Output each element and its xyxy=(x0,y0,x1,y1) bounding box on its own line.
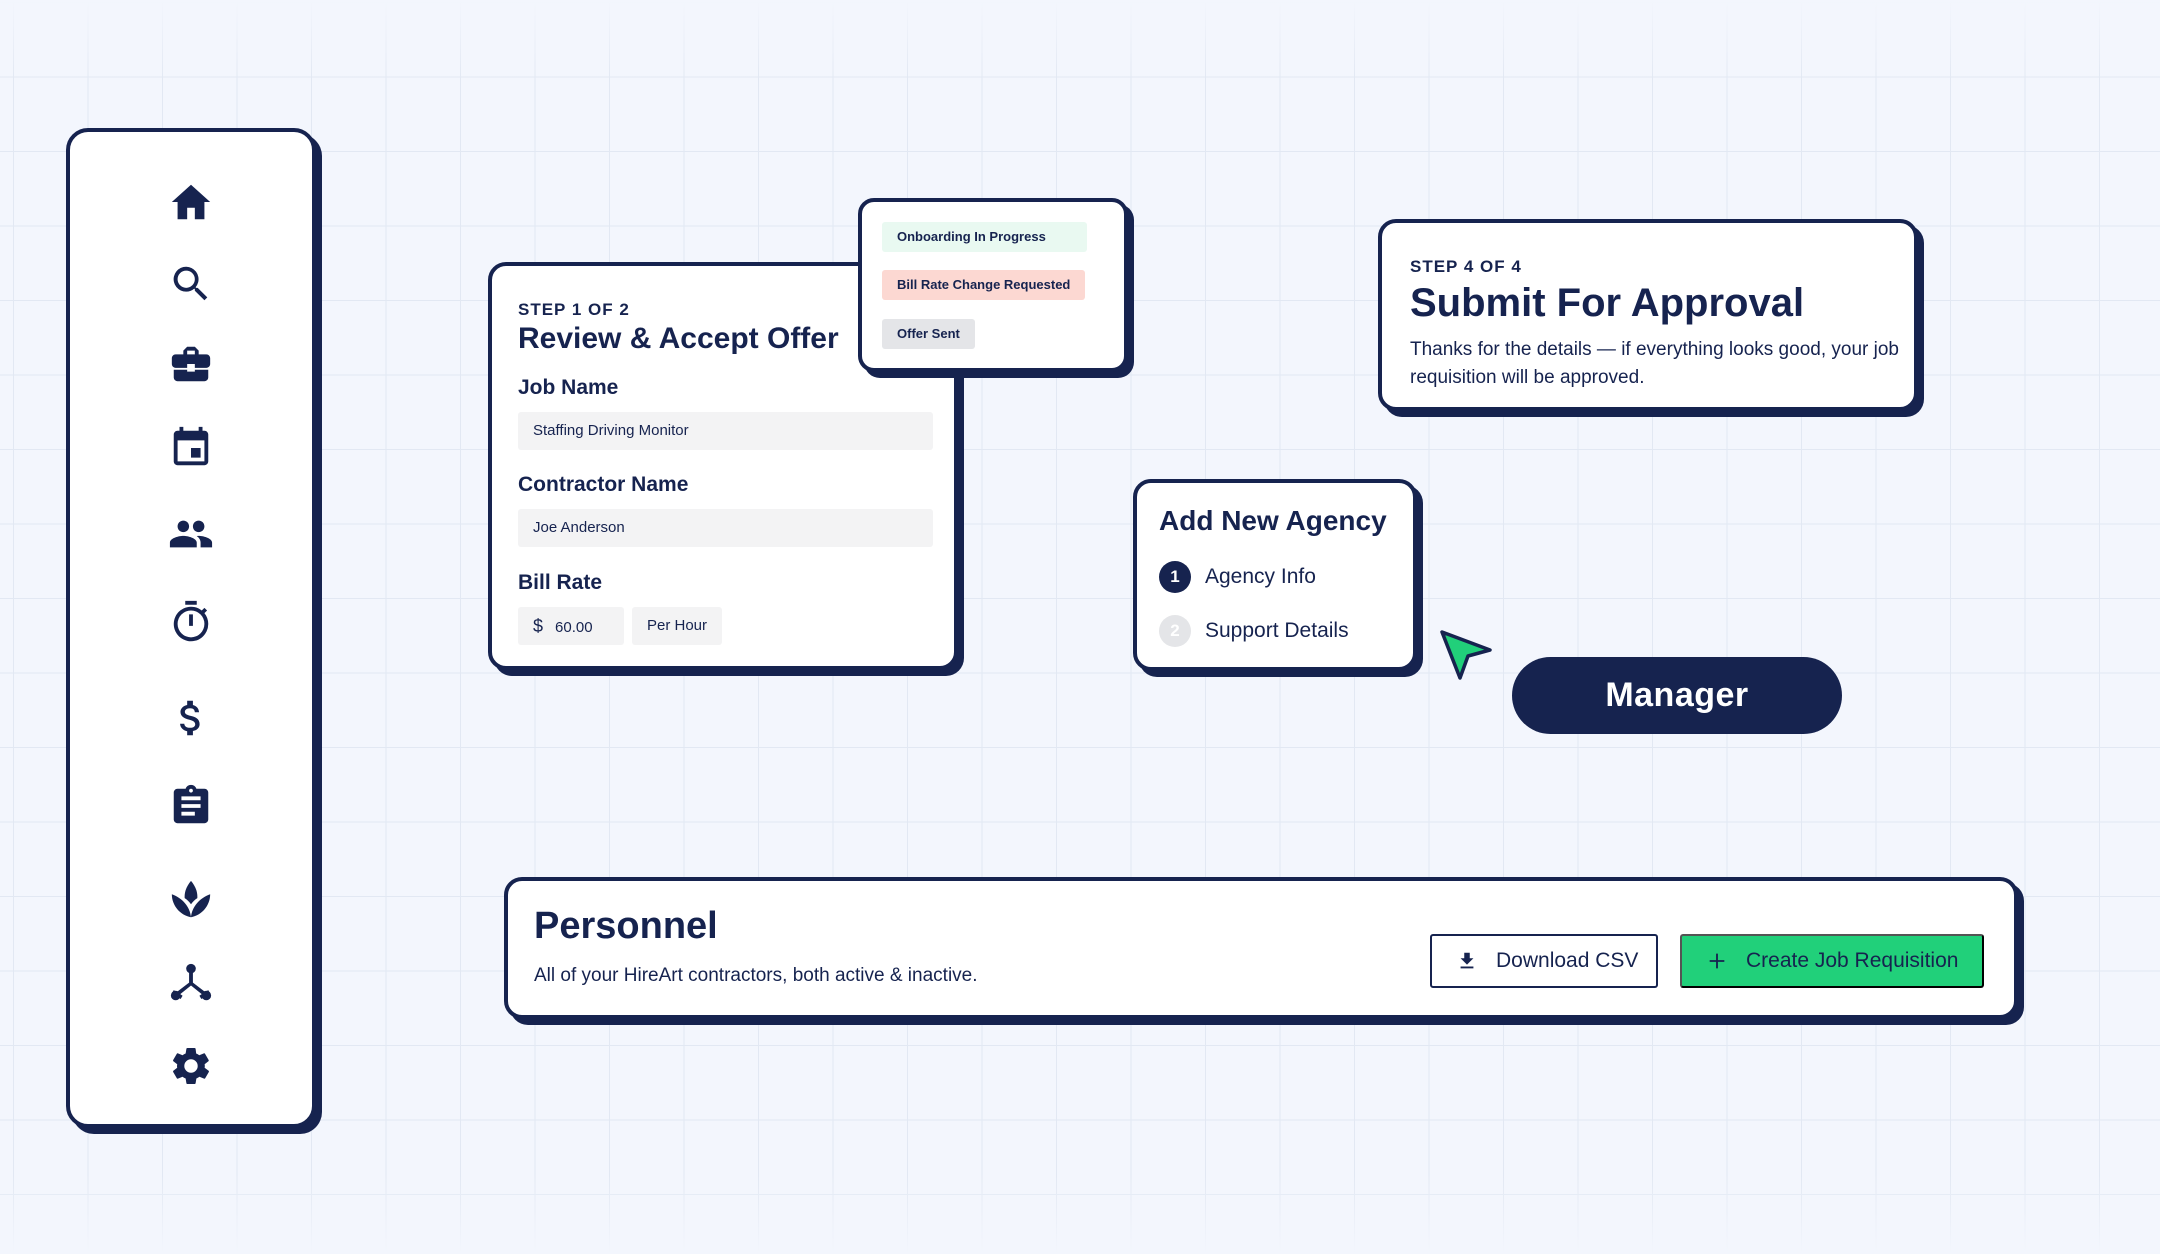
page-subtitle: All of your HireArt contractors, both ac… xyxy=(534,965,978,986)
card-title: Review & Accept Offer xyxy=(518,322,839,355)
dollar-sign: $ xyxy=(533,616,544,636)
step-indicator: STEP 1 OF 2 xyxy=(518,300,630,319)
download-icon xyxy=(1460,952,1474,969)
card-title: Submit For Approval xyxy=(1410,281,1805,325)
rate-unit-select[interactable]: Per Hour xyxy=(632,607,723,645)
bill-rate-field[interactable]: $60.00 xyxy=(518,607,624,645)
add-agency-card: Add New Agency 1 Agency Info 2 Support D… xyxy=(1133,479,1417,671)
create-job-requisition-button[interactable]: Create Job Requisition xyxy=(1680,934,1984,988)
sidebar-nav xyxy=(66,128,316,1128)
calendar-icon[interactable] xyxy=(167,424,215,472)
timer-icon[interactable] xyxy=(167,598,215,646)
personnel-header-card: Personnel All of your HireArt contractor… xyxy=(504,877,2018,1019)
cursor-arrow-icon xyxy=(1438,628,1494,684)
step-number: 2 xyxy=(1159,615,1191,647)
clipboard-icon[interactable] xyxy=(167,782,215,830)
download-csv-button[interactable]: Download CSV xyxy=(1430,934,1658,988)
gear-icon[interactable] xyxy=(167,1042,215,1090)
network-icon[interactable] xyxy=(167,960,215,1008)
approval-description: Thanks for the details — if everything l… xyxy=(1410,339,1899,388)
approval-card: STEP 4 OF 4 Submit For Approval Thanks f… xyxy=(1378,219,1918,411)
status-badge-offer-sent[interactable]: Offer Sent xyxy=(882,319,975,349)
briefcase-icon[interactable] xyxy=(167,340,215,388)
home-icon[interactable] xyxy=(167,178,215,226)
bill-rate-value: 60.00 xyxy=(555,619,593,636)
grid-fade-bottom xyxy=(0,1174,2160,1254)
grid-fade-top xyxy=(0,0,2160,80)
step-number: 1 xyxy=(1159,561,1191,593)
job-name-field[interactable]: Staffing Driving Monitor xyxy=(518,412,933,450)
people-icon[interactable] xyxy=(167,510,215,558)
step-label: Support Details xyxy=(1205,619,1349,642)
status-badge-bill-rate-change[interactable]: Bill Rate Change Requested xyxy=(882,270,1086,300)
search-icon[interactable] xyxy=(167,260,215,308)
lotus-icon[interactable] xyxy=(167,876,215,924)
card-title: Add New Agency xyxy=(1159,505,1387,536)
dollar-icon[interactable] xyxy=(167,694,215,742)
step-label: Agency Info xyxy=(1205,565,1316,588)
create-job-requisition-label: Create Job Requisition xyxy=(1746,949,1959,972)
stepper-item-support-details[interactable]: 2 Support Details xyxy=(1159,615,1349,647)
download-csv-label: Download CSV xyxy=(1496,949,1639,972)
status-popover: Onboarding In Progress Bill Rate Change … xyxy=(858,198,1128,372)
plus-icon xyxy=(1709,953,1725,969)
status-badge-onboarding[interactable]: Onboarding In Progress xyxy=(882,222,1087,252)
page-title: Personnel xyxy=(534,905,718,947)
role-badge-manager: Manager xyxy=(1512,657,1842,734)
contractor-name-field[interactable]: Joe Anderson xyxy=(518,509,933,547)
step-indicator: STEP 4 OF 4 xyxy=(1410,257,1522,276)
bill-rate-label: Bill Rate xyxy=(518,571,603,594)
stepper-item-agency-info[interactable]: 1 Agency Info xyxy=(1159,561,1316,593)
job-name-label: Job Name xyxy=(518,376,619,399)
contractor-name-label: Contractor Name xyxy=(518,473,689,496)
